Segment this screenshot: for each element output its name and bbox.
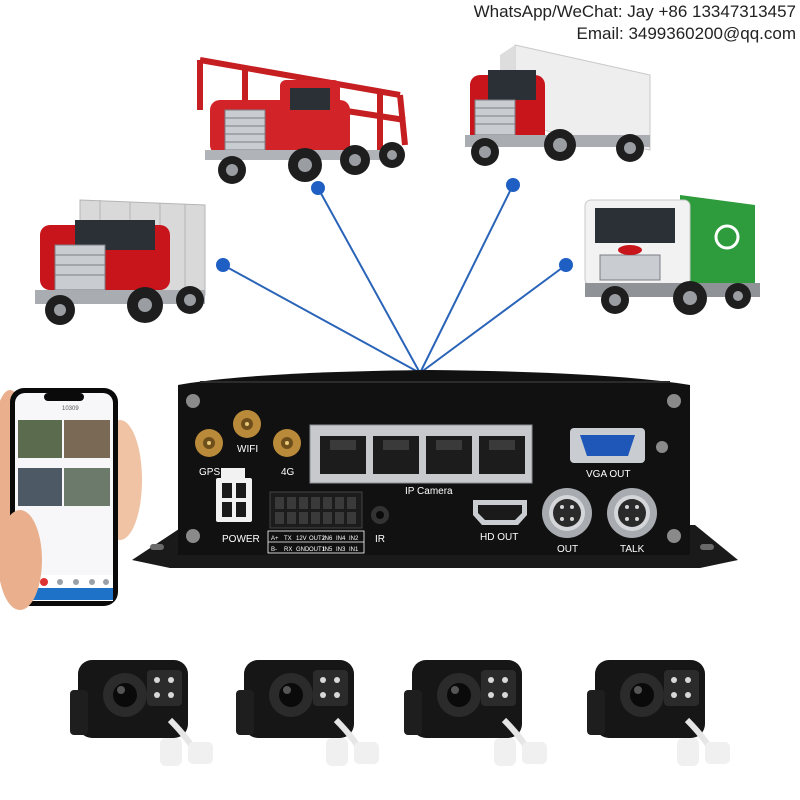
io-label-a-plus: A+	[271, 536, 279, 542]
whatsapp-contact: WhatsApp/WeChat: Jay +86 13347313457	[473, 2, 796, 21]
io-label-in2: IN2	[349, 536, 359, 542]
io-label-gnd: GND	[296, 547, 310, 553]
ip-camera-label: IP Camera	[405, 486, 453, 497]
4g-label: 4G	[281, 467, 295, 478]
io-label-out2: OUT2	[309, 536, 326, 542]
phone-status-text: 10309	[62, 406, 79, 412]
io-label-tx: TX	[284, 536, 292, 542]
connection-dots	[216, 178, 573, 272]
screws	[186, 394, 681, 543]
io-label-rx: RX	[284, 547, 292, 553]
vga-out-label: VGA OUT	[586, 469, 630, 480]
garbage-truck	[584, 195, 760, 315]
ir-jack	[371, 506, 389, 524]
gps-connector	[195, 429, 223, 457]
smartphone: 10309	[0, 388, 142, 610]
io-label-in6: IN6	[323, 536, 333, 542]
out-label: OUT	[557, 544, 578, 555]
hd-out-port	[473, 500, 527, 525]
car-carrier-truck	[197, 57, 408, 184]
ir-label: IR	[375, 534, 385, 545]
hd-out-label: HD OUT	[480, 532, 518, 543]
wifi-connector	[233, 410, 261, 438]
ahd-camera-3	[404, 660, 547, 766]
mdvr-device: GPS WIFI 4G IP Camera VGA OUT	[178, 370, 690, 555]
gps-label: GPS	[199, 467, 220, 478]
dump-truck	[35, 199, 206, 325]
talk-label: TALK	[620, 544, 645, 555]
out-aviation-connector	[542, 488, 592, 538]
phone-camera-grid	[18, 420, 110, 506]
vga-port	[570, 428, 645, 463]
4g-connector	[273, 429, 301, 457]
ahd-camera-4	[587, 660, 730, 766]
io-label-in5: IN5	[323, 547, 333, 553]
io-label-in3: IN3	[336, 547, 346, 553]
wifi-label: WIFI	[237, 444, 258, 455]
ahd-camera-2	[236, 660, 379, 766]
io-terminal: A+ TX 12V OUT2 IN6 IN4 IN2 B- RX GND OUT…	[267, 491, 365, 554]
ip-camera-ports	[309, 424, 533, 484]
box-truck	[465, 44, 651, 166]
connection-lines	[222, 184, 567, 374]
io-label-in4: IN4	[336, 536, 346, 542]
email-contact: Email: 3499360200@qq.com	[576, 24, 796, 43]
io-label-b-minus: B-	[271, 547, 277, 553]
io-label-in1: IN1	[349, 547, 359, 553]
io-label-12v: 12V	[296, 536, 307, 542]
power-label: POWER	[222, 534, 260, 545]
power-port	[216, 468, 252, 522]
io-label-out1: OUT1	[309, 547, 326, 553]
ahd-camera-1	[70, 660, 213, 766]
talk-aviation-connector	[607, 488, 657, 538]
